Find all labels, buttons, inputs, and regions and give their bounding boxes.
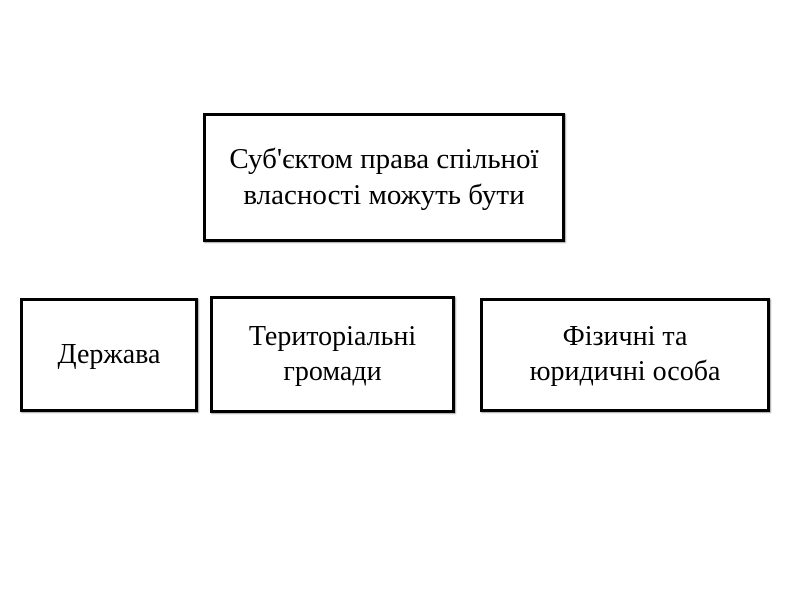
diagram-box-root: Суб'єктом права спільної власності можут… bbox=[203, 113, 565, 242]
diagram-box-derzhava: Держава bbox=[20, 298, 198, 412]
diagram-box-root-label: Суб'єктом права спільної власності можут… bbox=[229, 142, 539, 211]
diagram-box-derzhava-label: Держава bbox=[57, 338, 161, 370]
diagram-box-fizychni-yurydychni-osoby: Фізичні та юридичні особа bbox=[480, 298, 770, 412]
diagram-box-fizychni-yurydychni-osoby-label: Фізичні та юридичні особа bbox=[529, 321, 721, 387]
diagram-box-terytorialni-hromady-label: Територіальні громади bbox=[248, 320, 417, 387]
diagram-box-terytorialni-hromady: Територіальні громади bbox=[210, 296, 455, 413]
